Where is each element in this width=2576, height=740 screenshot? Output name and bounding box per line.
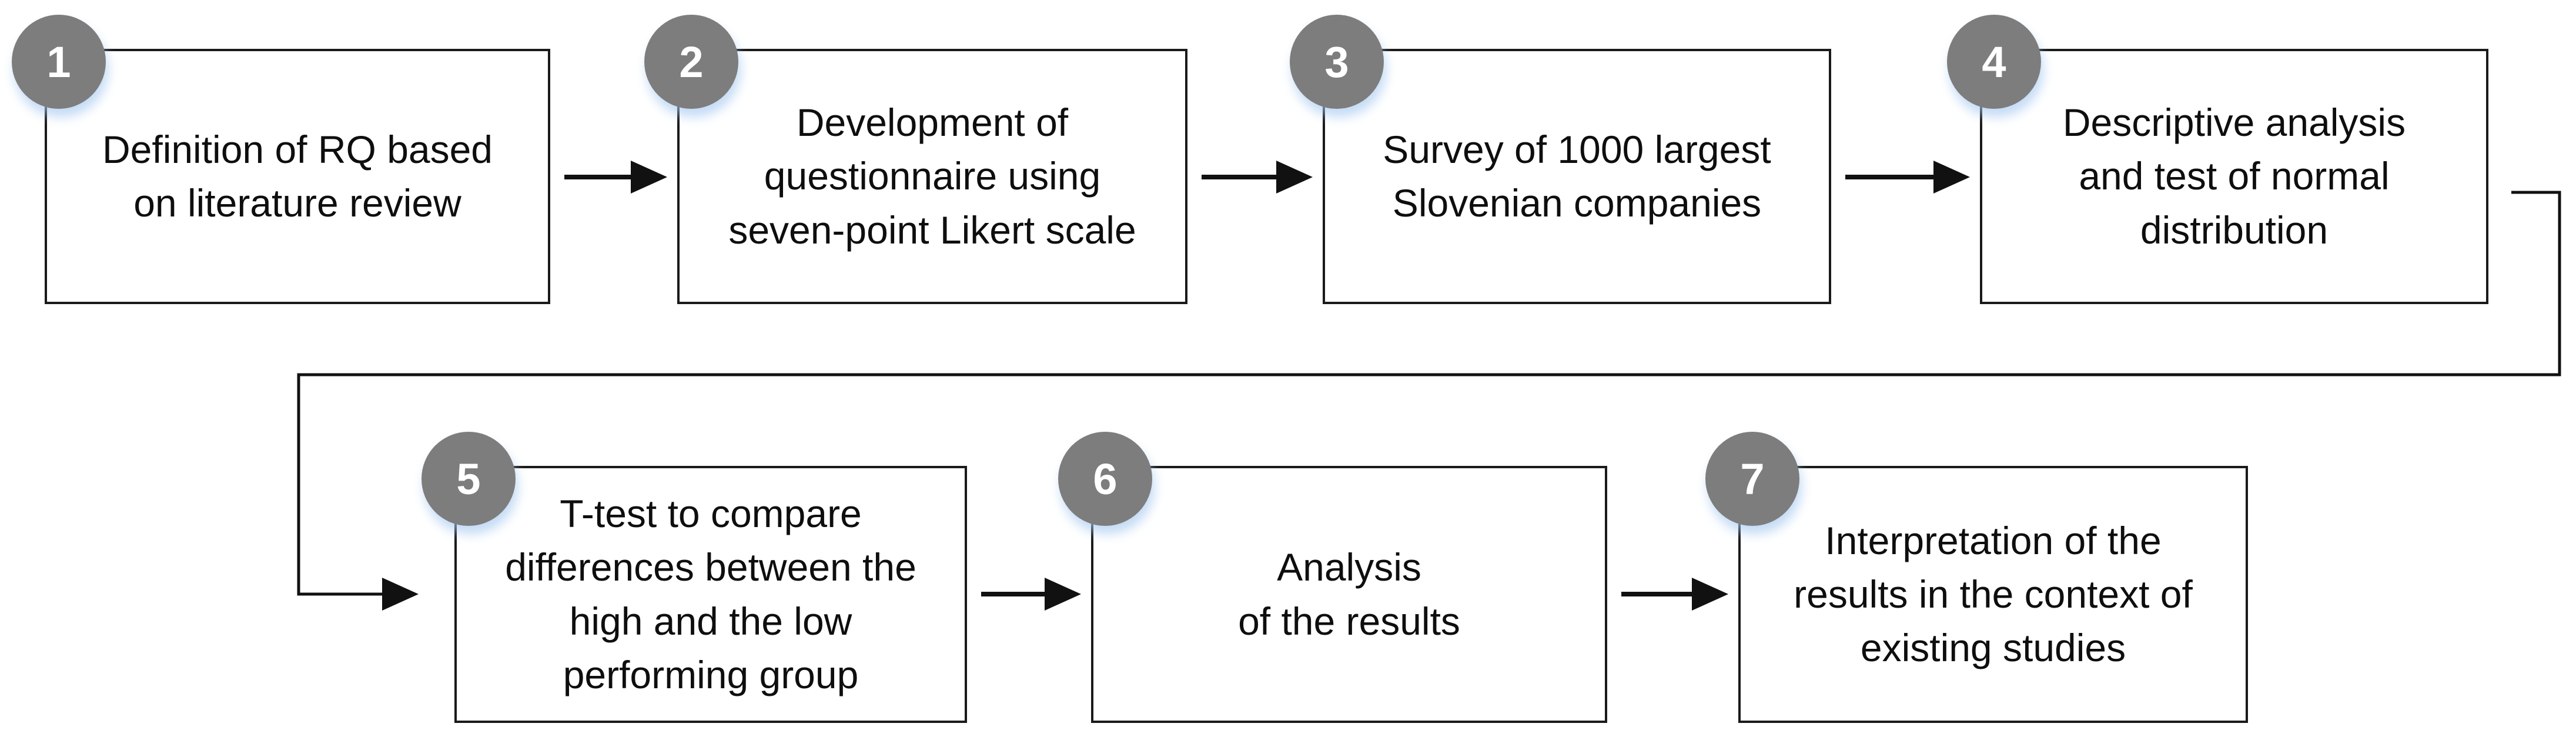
step-label-6: Analysis of the results — [1238, 545, 1460, 643]
step-box-7: Interpretation of the results in the con… — [1738, 466, 2248, 723]
step-label-1: Definition of RQ based on literature rev… — [102, 127, 493, 225]
connector-step4-to-step5 — [297, 191, 2561, 611]
step-label-3: Survey of 1000 largest Slovenian compani… — [1383, 127, 1771, 225]
step-box-2: Development of questionnaire using seven… — [677, 49, 1187, 304]
arrow-step1-to-step2 — [564, 161, 667, 194]
step-label-2: Development of questionnaire using seven… — [728, 101, 1136, 252]
step-number-6: 6 — [1093, 454, 1118, 504]
step-badge-7: 7 — [1705, 432, 1799, 526]
step-label-4: Descriptive analysis and test of normal … — [2062, 101, 2406, 252]
step-box-1: Definition of RQ based on literature rev… — [45, 49, 550, 304]
step-badge-2: 2 — [644, 15, 738, 109]
step-box-6: Analysis of the results — [1091, 466, 1607, 723]
arrow-step5-to-step6 — [981, 578, 1081, 611]
step-badge-1: 1 — [12, 15, 106, 109]
arrow-step2-to-step3 — [1202, 161, 1313, 194]
step-badge-5: 5 — [421, 432, 516, 526]
arrow-step6-to-step7 — [1621, 578, 1728, 611]
step-number-5: 5 — [456, 454, 481, 504]
step-label-5: T-test to compare differences between th… — [505, 492, 916, 696]
step-number-7: 7 — [1740, 454, 1765, 504]
connector-line — [297, 191, 2561, 596]
arrow-head-icon — [1933, 161, 1970, 194]
step-number-1: 1 — [46, 37, 71, 86]
step-number-2: 2 — [679, 37, 704, 86]
arrow-head-icon — [382, 578, 419, 611]
step-badge-3: 3 — [1290, 15, 1384, 109]
step-number-3: 3 — [1324, 37, 1349, 86]
arrow-head-icon — [1692, 578, 1728, 611]
arrow-head-icon — [1276, 161, 1313, 194]
step-label-7: Interpretation of the results in the con… — [1794, 518, 2193, 670]
arrow-step3-to-step4 — [1845, 161, 1970, 194]
arrow-head-icon — [1045, 578, 1081, 611]
step-badge-6: 6 — [1058, 432, 1152, 526]
step-number-4: 4 — [1982, 37, 2006, 86]
arrow-head-icon — [631, 161, 667, 194]
step-box-3: Survey of 1000 largest Slovenian compani… — [1323, 49, 1831, 304]
step-box-4: Descriptive analysis and test of normal … — [1980, 49, 2488, 304]
step-badge-4: 4 — [1947, 15, 2041, 109]
step-box-5: T-test to compare differences between th… — [454, 466, 967, 723]
